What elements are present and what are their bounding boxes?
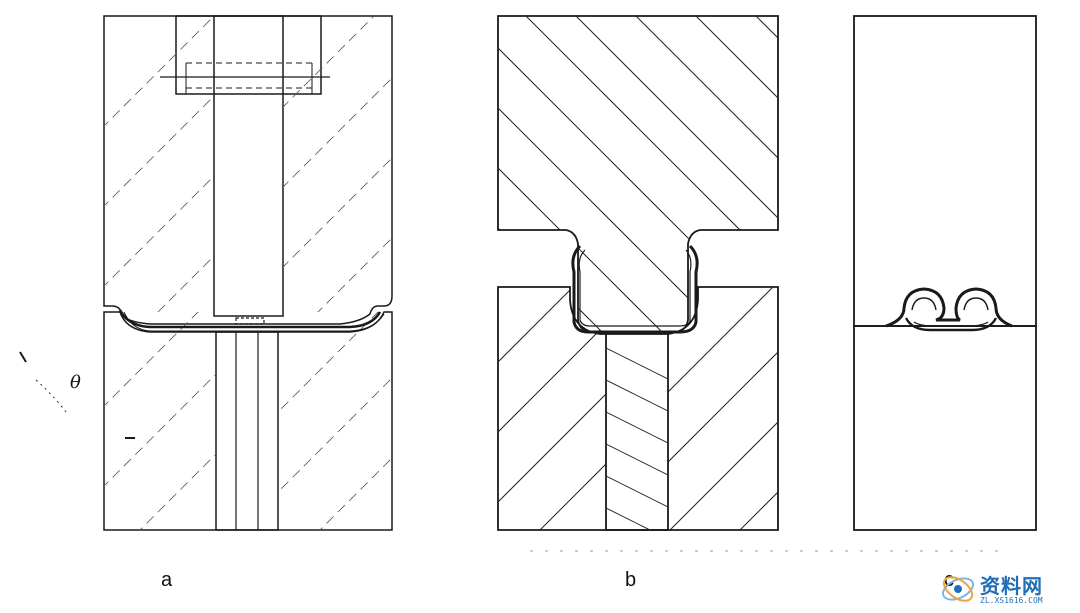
panel-a (19, 15, 393, 531)
theta-label: θ (70, 372, 81, 393)
panel-a-punch (213, 15, 284, 317)
panel-c-formed-part (885, 287, 1013, 328)
watermark-logo-icon (942, 576, 974, 602)
label-c: c (944, 569, 954, 591)
panel-b-upper-die (497, 15, 779, 333)
panel-a-ejector (215, 331, 279, 531)
watermark-title: 资料网 (980, 574, 1043, 598)
panel-b-formed-part (571, 244, 699, 334)
panel-b-insert (605, 331, 669, 531)
watermark: 资料网 ZL.XS1616.COM (940, 569, 1072, 609)
watermark-url: ZL.XS1616.COM (980, 596, 1043, 605)
label-b: b (625, 569, 637, 591)
panel-b (497, 15, 1000, 552)
panel-a-lower-die (103, 311, 393, 531)
panel-c-upper-die (853, 15, 1037, 327)
label-a: a (161, 569, 173, 591)
panel-c-lower-die (853, 325, 1037, 531)
panel-a-upper-die (103, 15, 393, 325)
panel-a-top-slot (175, 15, 322, 95)
panel-a-blank (118, 309, 382, 329)
panel-c (853, 15, 1037, 531)
